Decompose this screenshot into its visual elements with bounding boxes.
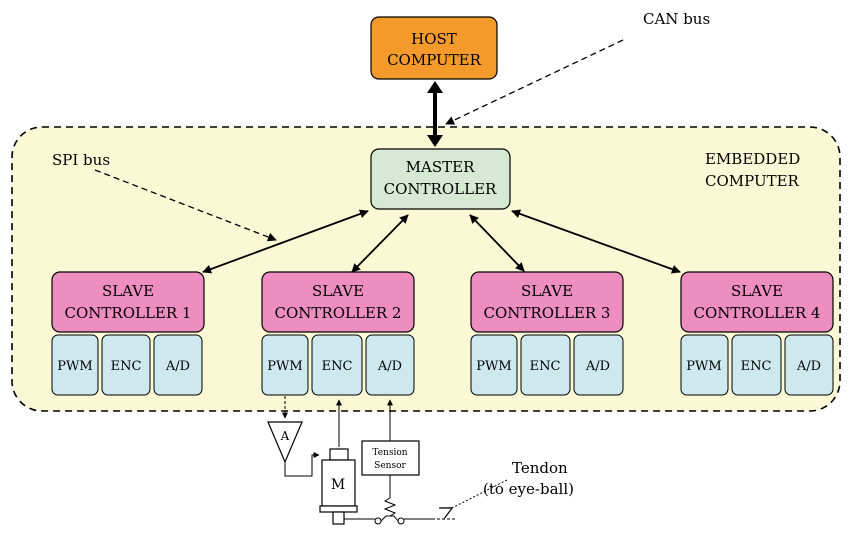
slave-3-enc-label: ENC [530,359,561,374]
slave-4-ad-label: A/D [796,359,821,374]
master-label-line2: CONTROLLER [384,180,497,198]
can-bus-label: CAN bus [643,10,710,28]
slave-controller-1-box [51,271,205,333]
slave-4-label-line1: SLAVE [731,282,783,300]
tension-sensor-box [361,440,420,476]
slave-4-enc-module [731,334,782,396]
tendon-zigzag [380,515,399,522]
slave-3-enc-module [520,334,571,396]
pulley-right [397,517,405,525]
slave-controller-3-box [470,271,624,333]
slave-3-pwm-module [470,334,518,396]
sensor-label-line2: Sensor [374,461,406,471]
slave-1-label-line2: CONTROLLER 1 [65,304,192,322]
host-computer-box [370,16,498,80]
spi-link-slave-2 [351,214,409,273]
master-label-line1: MASTER [406,158,475,176]
host-label-line2: COMPUTER [387,51,482,69]
spi-link-slave-1 [202,209,369,274]
slave-2-enc-module [311,334,363,396]
embedded-label-line1: EMBEDDED [705,150,800,168]
can-bus-pointer [445,39,624,125]
slave-3-ad-label: A/D [585,359,610,374]
slave-3-label-line1: SLAVE [521,282,573,300]
embedded-computer-region [11,126,841,412]
motor-shaft [332,511,345,525]
motor-body [321,459,356,507]
embedded-label-line2: COMPUTER [705,172,800,190]
slave-3-pwm-label: PWM [476,359,511,374]
amplifier-triangle [267,421,303,464]
tendon-label-line2: (to eye-ball) [483,480,574,498]
tendon-label-line1: Tendon [512,459,568,477]
can-bus-arrowhead-bottom [427,135,443,147]
slave-4-enc-label: ENC [741,359,772,374]
slave-1-pwm-module [51,334,99,396]
host-label-line1: HOST [411,30,457,48]
slave-1-pwm-label: PWM [57,359,92,374]
slave-1-label-line1: SLAVE [102,282,154,300]
motor-label: M [331,477,345,493]
slave-2-ad-label: A/D [377,359,402,374]
pulley-left [374,517,382,525]
slave-2-label-line2: CONTROLLER 2 [275,304,402,322]
spi-bus-label: SPI bus [52,151,110,169]
slave-2-pwm-label: PWM [267,359,302,374]
slave-2-label-line1: SLAVE [312,282,364,300]
slave-4-pwm-module [680,334,729,396]
amplifier-label: A [280,429,290,443]
motor-top-cap [329,448,349,461]
slave-3-label-line2: CONTROLLER 3 [484,304,611,322]
spring-icon [383,497,397,517]
slave-2-ad-module [365,334,415,396]
slave-1-ad-module [153,334,203,396]
sensor-label-line1: Tension [372,448,407,458]
slave-3-ad-module [573,334,624,396]
slave-1-enc-label: ENC [111,359,142,374]
slave-4-pwm-label: PWM [686,359,721,374]
master-controller-box [370,148,511,210]
motor-base [319,505,358,513]
slave-controller-2-box [261,271,415,333]
slave-2-pwm-module [261,334,309,396]
slave-4-label-line2: CONTROLLER 4 [694,304,821,322]
slave-2-enc-label: ENC [322,359,353,374]
spi-link-slave-4 [511,209,681,274]
slave-controller-4-box [680,271,834,333]
amplifier-to-motor-wire [284,452,320,477]
tendon-pointer [450,479,508,509]
slave-1-enc-module [101,334,151,396]
can-bus-arrowhead-top [427,81,443,93]
slave-4-ad-module [784,334,834,396]
slave-1-ad-label: A/D [165,359,190,374]
